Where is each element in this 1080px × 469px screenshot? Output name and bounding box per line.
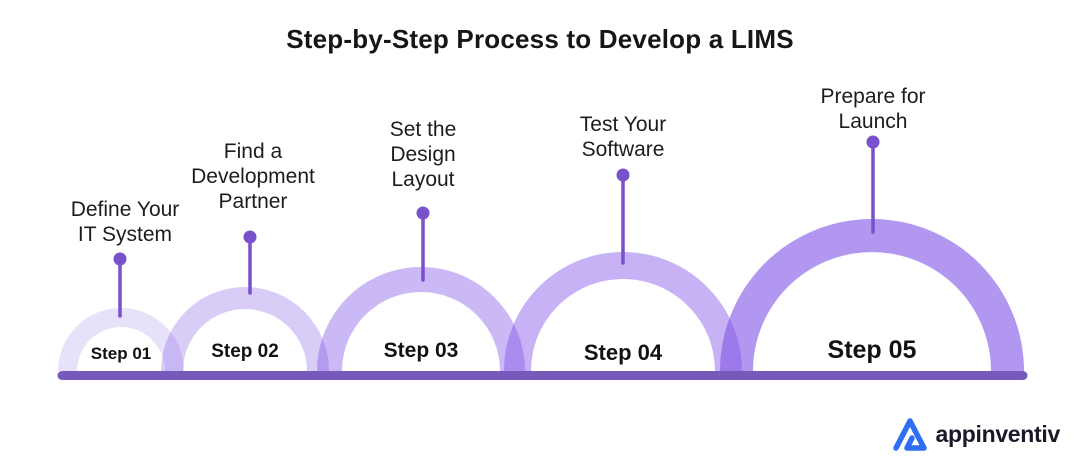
step-arc-2 — [161, 287, 329, 371]
brand-wordmark: appinventiv — [935, 421, 1060, 447]
pin-dot-icon — [113, 252, 127, 266]
step-arc-5 — [720, 219, 1024, 371]
step-label-5: Step 05 — [827, 336, 917, 364]
step-arc-1 — [58, 308, 184, 371]
step-label-2: Step 02 — [211, 341, 279, 362]
brand-logo: appinventiv — [891, 416, 1060, 453]
step-arc-4 — [504, 252, 742, 371]
pin-dot-icon — [416, 206, 430, 220]
pin-dot-icon — [866, 135, 880, 149]
step-label-1: Step 01 — [90, 344, 152, 363]
step-arc-3 — [317, 267, 525, 371]
pin-dot-icon — [616, 168, 630, 182]
step-description-3: Set the Design Layout — [389, 118, 457, 191]
appinventiv-mark-icon — [893, 418, 928, 451]
page-title: Step-by-Step Process to Develop a LIMS — [286, 24, 794, 54]
step-description-1: Define Your IT System — [70, 198, 180, 246]
step-description-4: Test Your Software — [579, 113, 667, 161]
step-label-3: Step 03 — [383, 339, 459, 362]
pin-dot-icon — [243, 230, 257, 244]
step-label-4: Step 04 — [583, 340, 663, 365]
step-description-2: Find a Development Partner — [191, 140, 315, 213]
step-description-5: Prepare for Launch — [820, 85, 926, 133]
